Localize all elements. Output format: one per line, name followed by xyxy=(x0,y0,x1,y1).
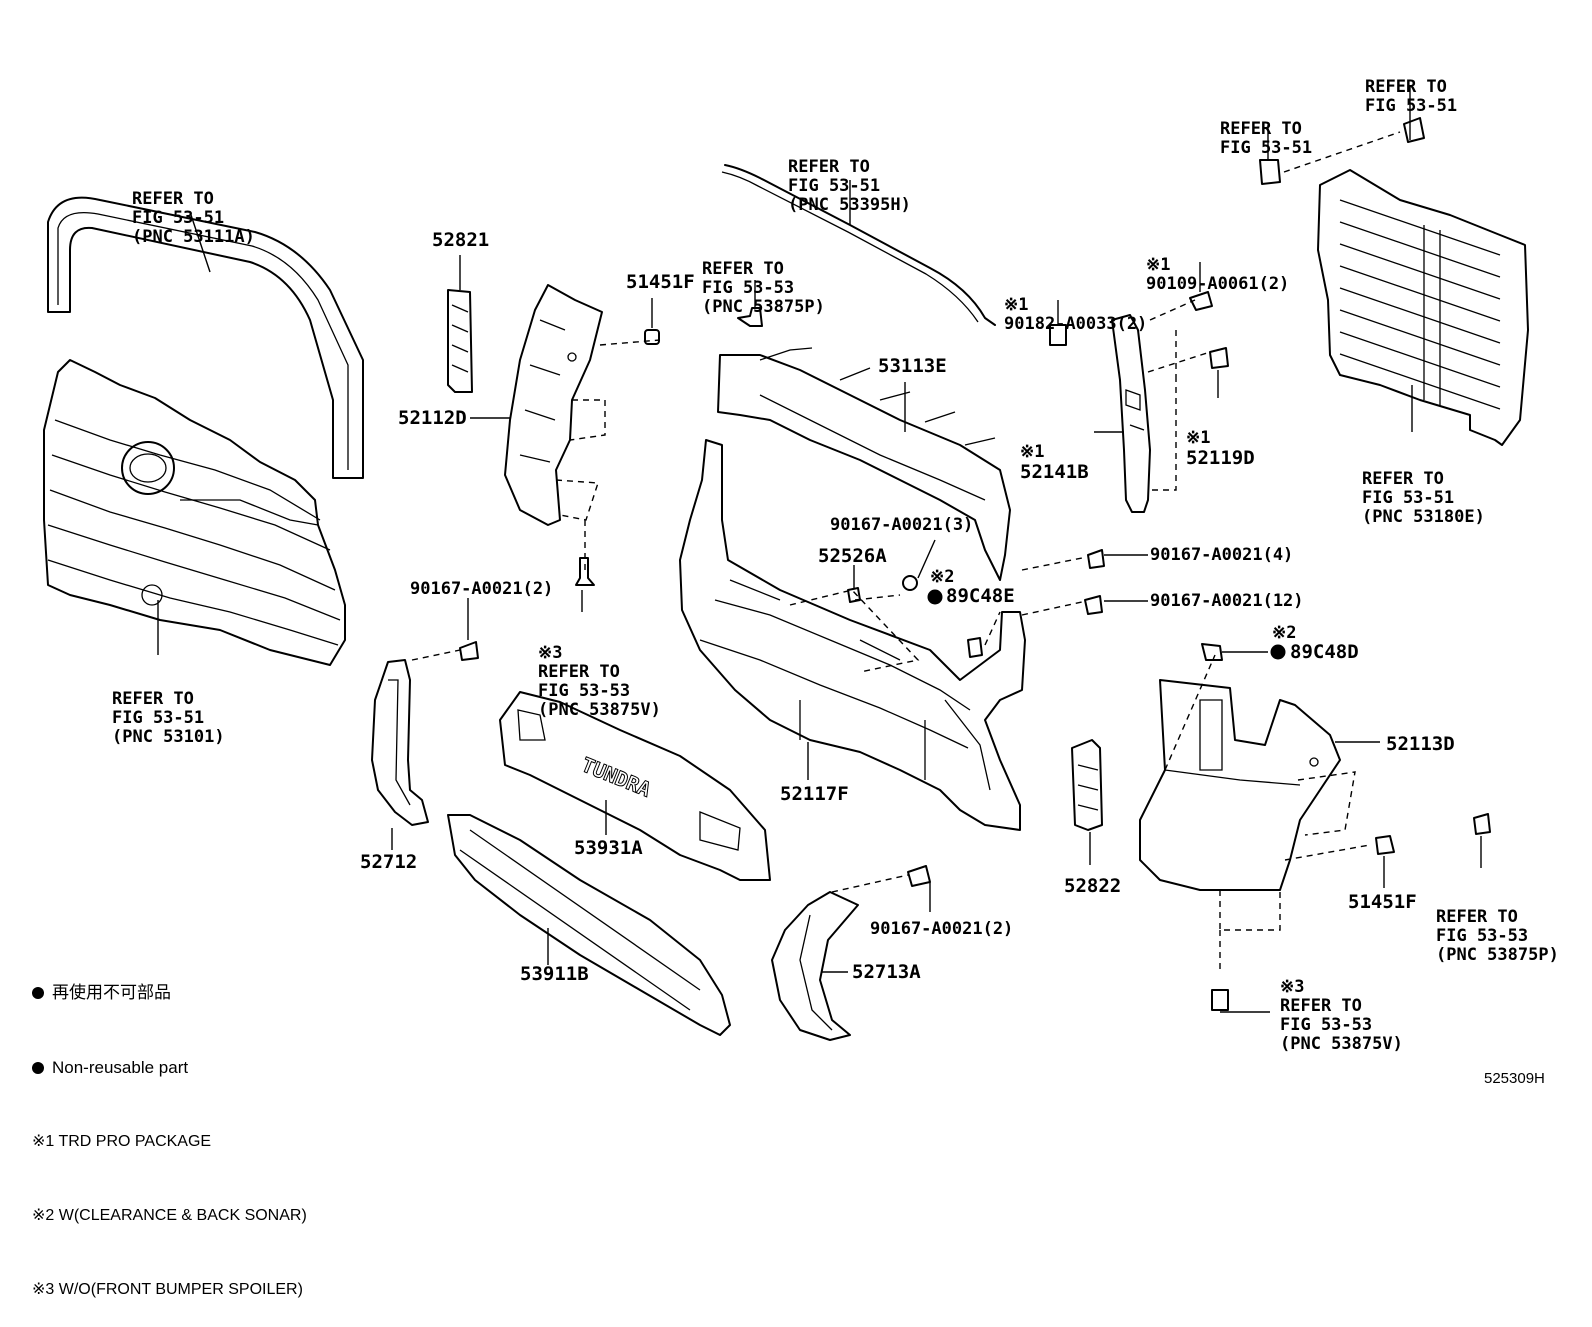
upper-moulding-strip xyxy=(721,164,996,326)
part-52822-bracket xyxy=(1071,739,1103,831)
part-label-90167-4: 90167-A0021(4) xyxy=(1150,545,1294,565)
part-53911B-lower-garnish xyxy=(447,814,731,1036)
part-label-52526A: 52526A xyxy=(818,545,887,567)
note-mark-90182: ※1 xyxy=(1004,295,1029,315)
legend-row-en: Non-reusable part xyxy=(32,1055,307,1080)
part-grille-shutter xyxy=(1317,169,1529,446)
tundra-badge-text: TUNDRA xyxy=(578,752,654,801)
note-mark-90109: ※1 xyxy=(1146,255,1171,275)
part-label-90109: 90109-A0061(2) xyxy=(1146,274,1290,294)
part-label-90167-2-bottom: 90167-A0021(2) xyxy=(870,919,1014,939)
figure-code: 525309H xyxy=(1484,1070,1545,1087)
legend-note-2: ※2 W(CLEARANCE & BACK SONAR) xyxy=(32,1207,307,1224)
part-label-89C48D: 89C48D xyxy=(1290,641,1359,663)
part-label-53911B: 53911B xyxy=(520,963,589,985)
parts-diagram: TUNDRA xyxy=(43,85,1529,1041)
non-reusable-dot-89C48E xyxy=(927,589,943,605)
legend-row-jp: 再使用不可部品 xyxy=(32,980,307,1005)
part-52712-garnish xyxy=(371,659,429,826)
part-label-52822: 52822 xyxy=(1064,875,1122,897)
part-label-52713A: 52713A xyxy=(852,961,921,983)
legend-note-1: ※1 TRD PRO PACKAGE xyxy=(32,1133,212,1150)
part-52112D-side-retainer xyxy=(504,284,603,526)
part-label-52112D: 52112D xyxy=(398,407,467,429)
legend-note-3: ※3 W/O(FRONT BUMPER SPOILER) xyxy=(32,1281,303,1298)
note-mark-89C48D: ※2 xyxy=(1272,623,1297,643)
part-label-90167-2-left: 90167-A0021(2) xyxy=(410,579,554,599)
part-label-90167-3: 90167-A0021(3) xyxy=(830,515,974,535)
part-label-51451F-top: 51451F xyxy=(626,271,695,293)
part-label-90182: 90182-A0033(2) xyxy=(1004,314,1148,334)
part-53931A-badge-bar xyxy=(499,691,771,881)
part-label-53931A: 53931A xyxy=(574,837,643,859)
part-label-52119D: 52119D xyxy=(1186,447,1255,469)
legend: 再使用不可部品 Non-reusable part ※1 TRD PRO PAC… xyxy=(32,930,307,1327)
fasteners xyxy=(459,117,1491,1011)
part-52821-bracket xyxy=(447,289,473,393)
part-label-52821: 52821 xyxy=(432,229,490,251)
radiator-grille xyxy=(43,359,346,666)
part-label-52712: 52712 xyxy=(360,851,418,873)
part-53113E-support xyxy=(717,347,1011,581)
part-label-90167-12: 90167-A0021(12) xyxy=(1150,591,1304,611)
part-52117F-reinforcement xyxy=(679,439,1026,831)
non-reusable-dot-89C48D xyxy=(1270,644,1286,660)
note-mark-89C48E: ※2 xyxy=(930,567,955,587)
part-label-52117F: 52117F xyxy=(780,783,849,805)
legend-text-jp: 再使用不可部品 xyxy=(52,983,171,1002)
part-label-52113D: 52113D xyxy=(1386,733,1455,755)
part-52141B-stay xyxy=(1111,314,1151,513)
part-label-51451F-right: 51451F xyxy=(1348,891,1417,913)
part-52713A-garnish xyxy=(771,891,859,1041)
legend-text-en: Non-reusable part xyxy=(52,1058,189,1077)
part-label-52141B: 52141B xyxy=(1020,461,1089,483)
grille-upper-moulding xyxy=(47,196,364,479)
part-52113D-side-retainer xyxy=(1139,679,1341,891)
part-label-53113E: 53113E xyxy=(878,355,947,377)
non-reusable-dot-icon xyxy=(32,987,44,999)
part-label-89C48E: 89C48E xyxy=(946,585,1015,607)
non-reusable-dot-icon xyxy=(32,1062,44,1074)
note-mark-52141B: ※1 xyxy=(1020,442,1045,462)
note-mark-52119D: ※1 xyxy=(1186,428,1211,448)
